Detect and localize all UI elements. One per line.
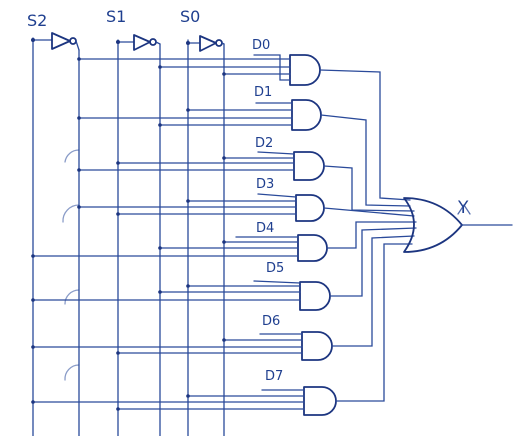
and-gate-0	[289, 54, 321, 86]
and-gate-3	[295, 194, 325, 222]
not-gate-s1	[133, 34, 151, 51]
label-d6: D6	[262, 314, 280, 329]
and-gate-6	[301, 331, 333, 361]
not-gate-s0	[199, 35, 217, 52]
and-gate-4	[297, 234, 328, 262]
and-gate-5	[299, 281, 331, 311]
label-s1: S1	[106, 7, 126, 26]
inverters	[31, 32, 225, 52]
or-gate	[403, 197, 463, 253]
label-d0: D0	[252, 38, 270, 53]
and-gate-1	[291, 99, 322, 131]
and-input-wires	[31, 54, 305, 411]
label-d4: D4	[256, 221, 274, 236]
select-bus	[32, 37, 225, 437]
label-s2: S2	[27, 11, 47, 30]
label-y: Y	[457, 198, 469, 218]
and-gate-2	[293, 151, 325, 181]
not-gate-s2	[51, 32, 71, 50]
label-d7: D7	[265, 369, 283, 384]
label-d3: D3	[256, 177, 274, 192]
label-d5: D5	[266, 261, 284, 276]
label-d2: D2	[255, 136, 273, 151]
sketch-arcs	[62, 149, 80, 381]
label-s0: S0	[180, 7, 200, 26]
and-gate-7	[303, 386, 337, 416]
and-gates	[289, 54, 337, 416]
label-d1: D1	[254, 85, 272, 100]
or-input-wires	[319, 69, 417, 402]
